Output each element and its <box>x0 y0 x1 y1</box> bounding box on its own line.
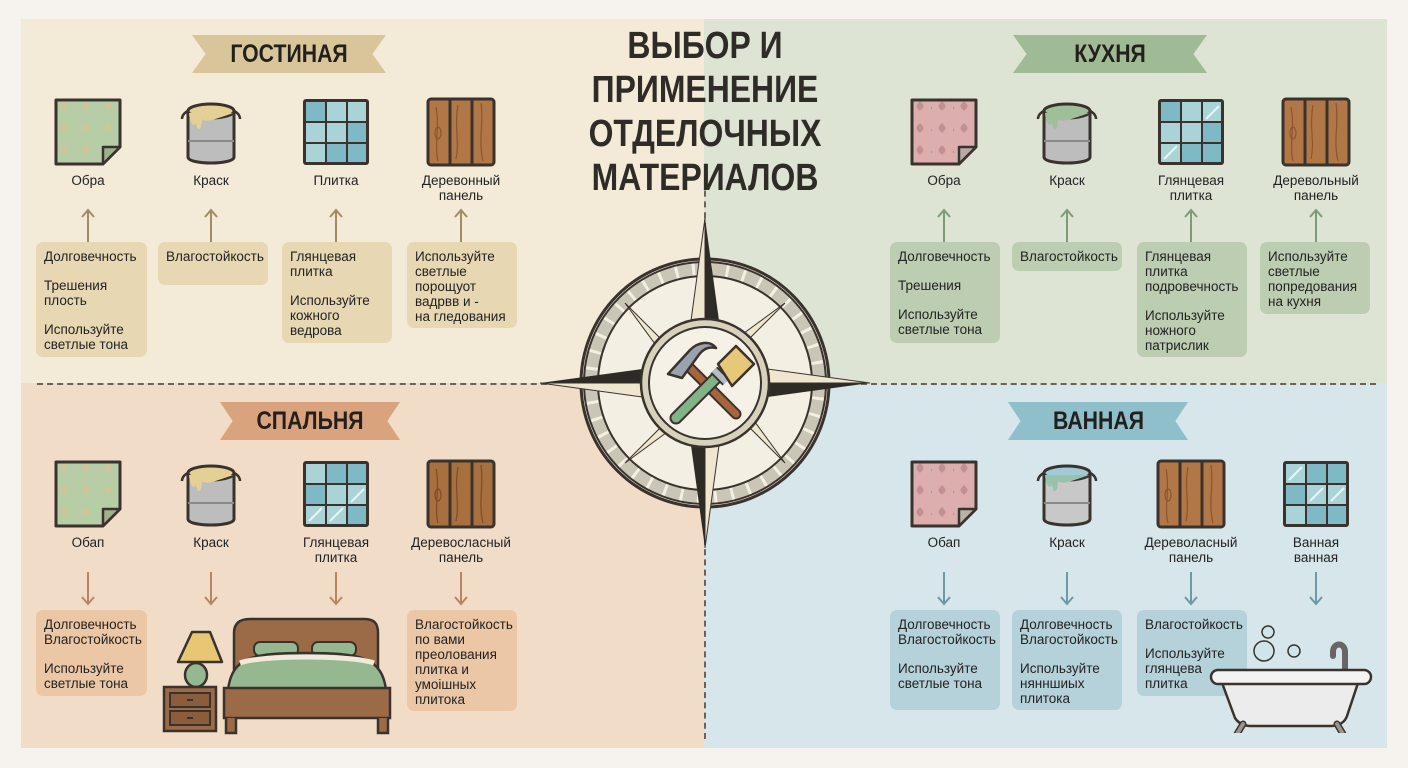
arrow-up-icon <box>1309 208 1323 242</box>
title-line-1: ВЫБОР И ПРИМЕНЕНИЕ <box>591 25 819 111</box>
room-banner-kitchen: КУХНЯ <box>1013 35 1207 73</box>
wallpaper-icon <box>54 98 122 166</box>
arrow-up-icon <box>204 208 218 242</box>
arrow-down-icon <box>1184 572 1198 606</box>
material-label: Деревоcласный панель <box>411 535 511 565</box>
material-label: Обап <box>71 535 105 550</box>
wood-panel-icon <box>1156 459 1226 529</box>
material-label: Обап <box>927 535 961 550</box>
arrow-down-icon <box>81 572 95 606</box>
material-tile-bath: Ванная ванная <box>1256 459 1376 565</box>
arrow-up-icon <box>81 208 95 242</box>
material-wood-kitchen: Деревольный панель <box>1256 97 1376 203</box>
arrow-down-icon <box>1309 572 1323 606</box>
material-label: Краск <box>1049 173 1085 188</box>
kitchen-quadrant <box>704 19 1387 383</box>
material-tile-kitchen: Глянцевая плитка <box>1131 97 1251 203</box>
tile-icon <box>303 461 369 527</box>
arrow-up-icon <box>329 208 343 242</box>
material-paint-kitchen: Краск <box>1007 97 1127 188</box>
material-wood-living: Деревонный панель <box>401 97 521 203</box>
material-paint-living: Краск <box>151 97 271 188</box>
arrow-up-icon <box>454 208 468 242</box>
title-line-3: МАТЕРИАЛОВ <box>591 157 819 199</box>
title-line-2: ОТДЕЛОЧНЫХ <box>588 113 822 155</box>
paint-can-icon <box>180 464 242 527</box>
material-wood-bedroom: Деревоcласный панель <box>401 459 521 565</box>
room-banner-bedroom: СПАЛЬНЯ <box>220 402 400 440</box>
material-label: Глянцевая плитка <box>302 535 370 565</box>
material-label: Обра <box>71 173 105 188</box>
material-label: Краск <box>193 173 229 188</box>
bed-and-nightstand-illustration <box>162 617 392 735</box>
tile-icon <box>1283 461 1349 527</box>
material-label: Ванная ванная <box>1292 535 1340 565</box>
wallpaper-icon <box>54 460 122 528</box>
paintbrush-icon <box>669 344 756 425</box>
page-title: ВЫБОР И ПРИМЕНЕНИЕ ОТДЕЛОЧНЫХ МАТЕРИАЛОВ <box>516 24 894 200</box>
arrow-up-icon <box>1184 208 1198 242</box>
material-label: Глянцевая плитка <box>1157 173 1225 203</box>
arrow-down-icon <box>454 572 468 606</box>
material-label: Плитка <box>313 173 359 188</box>
material-wood-bath: Дереволасный панель <box>1131 459 1251 565</box>
material-wallpaper-living: Обра <box>28 97 148 188</box>
room-banner-bath: ВАННАЯ <box>1008 402 1188 440</box>
arrow-up-icon <box>1060 208 1074 242</box>
wallpaper-icon <box>910 460 978 528</box>
material-label: Обра <box>927 173 961 188</box>
note-wood-living: Используйте светлые порощуот вадрвв и - … <box>407 242 517 328</box>
infographic-board <box>21 19 1387 748</box>
material-wallpaper-bath: Обап <box>884 459 1004 550</box>
material-wallpaper-kitchen: Обра <box>884 97 1004 188</box>
wood-panel-icon <box>426 459 496 529</box>
note-wood-bedroom: Влагостойкость по вами преолования плитк… <box>407 610 517 711</box>
material-label: Краск <box>193 535 229 550</box>
paint-can-icon <box>1036 464 1098 527</box>
material-tile-bedroom: Глянцевая плитка <box>276 459 396 565</box>
material-tile-living: Плитка <box>276 97 396 188</box>
wood-panel-icon <box>426 97 496 167</box>
note-paint-living: Влагостойкость <box>158 242 268 285</box>
material-wallpaper-bedroom: Обап <box>28 459 148 550</box>
wood-panel-icon <box>1281 97 1351 167</box>
tile-icon <box>303 99 369 165</box>
room-banner-living: ГОСТИНАЯ <box>192 35 386 73</box>
paint-can-icon <box>180 102 242 165</box>
material-paint-bedroom: Краск <box>151 459 271 550</box>
divider-left <box>37 383 567 385</box>
wallpaper-icon <box>910 98 978 166</box>
arrow-down-icon <box>204 572 218 606</box>
material-label: Деревольный панель <box>1273 173 1359 203</box>
tile-icon <box>1158 99 1224 165</box>
material-label: Краск <box>1049 535 1085 550</box>
arrow-down-icon <box>1060 572 1074 606</box>
note-paint-kitchen: Влагостойкость <box>1012 242 1122 271</box>
material-paint-bath: Краск <box>1007 459 1127 550</box>
bathtub-illustration <box>1209 625 1373 733</box>
arrow-down-icon <box>329 572 343 606</box>
material-label: Дереволасный панель <box>1144 535 1238 565</box>
divider-top <box>704 169 706 229</box>
note-wood-kitchen: Используйте светлые попредования на кухн… <box>1260 242 1370 314</box>
arrow-down-icon <box>937 572 951 606</box>
arrow-up-icon <box>937 208 951 242</box>
material-label: Деревонный панель <box>421 173 501 203</box>
divider-bottom <box>704 539 706 739</box>
compass-rose-icon <box>540 218 870 548</box>
divider-right <box>861 383 1376 385</box>
paint-can-icon <box>1036 102 1098 165</box>
